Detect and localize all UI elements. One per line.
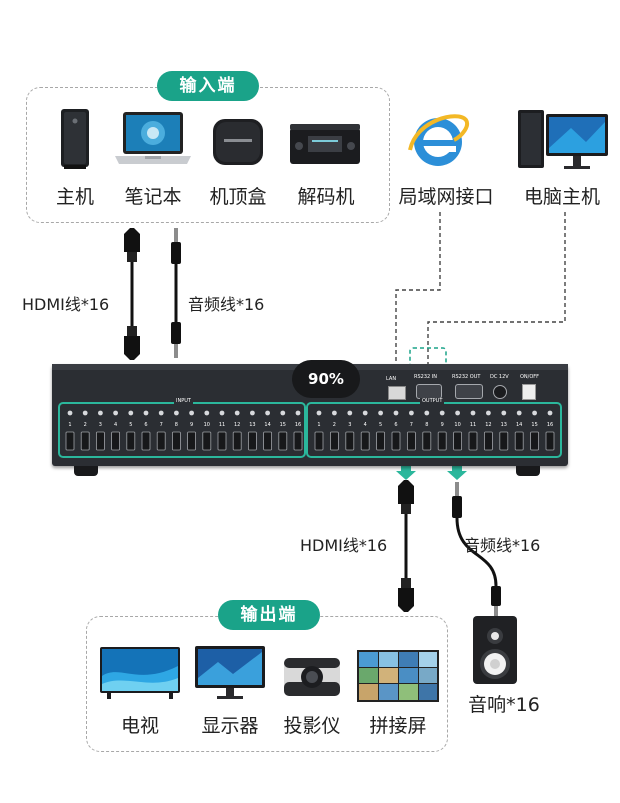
pc-tower-icon bbox=[55, 107, 95, 171]
power-switch-label: ON/OFF bbox=[520, 374, 540, 380]
output-audio-cable bbox=[452, 482, 501, 616]
device-label-monitor: 显示器 bbox=[201, 715, 259, 737]
projector-icon bbox=[280, 652, 344, 700]
monitor-icon bbox=[193, 644, 267, 702]
foot-right bbox=[516, 466, 540, 476]
output-bay-label: OUTPUT bbox=[420, 398, 445, 404]
input-hdmi-label: HDMI线*16 bbox=[22, 295, 110, 314]
rs232-dashed-line bbox=[427, 212, 566, 372]
status-display-text: 90% bbox=[308, 370, 344, 388]
input-audio-label: 音频线*16 bbox=[188, 295, 265, 314]
tv-icon bbox=[99, 646, 181, 702]
rs232-in-port[interactable] bbox=[416, 384, 442, 399]
output-hdmi-cable bbox=[398, 480, 414, 612]
device-label-laptop: 笔记本 bbox=[124, 186, 182, 208]
decoder-icon bbox=[288, 122, 362, 168]
input-bay-label: INPUT bbox=[174, 398, 193, 404]
rs232-out-port[interactable] bbox=[455, 384, 483, 399]
computer-label: 电脑主机 bbox=[523, 186, 600, 208]
network-label: 局域网接口 bbox=[398, 186, 494, 208]
dc-port-label: DC 12V bbox=[490, 374, 509, 380]
output-audio-label: 音频线*16 bbox=[464, 536, 541, 555]
input-hdmi-cable bbox=[124, 228, 140, 360]
foot-left bbox=[74, 466, 98, 476]
lan-port-label: LAN bbox=[386, 376, 397, 382]
output-hdmi-label: HDMI线*16 bbox=[300, 536, 388, 555]
desktop-computer-icon bbox=[516, 108, 610, 174]
output-hdmi-arrow bbox=[396, 463, 416, 480]
output-port-bay bbox=[306, 402, 562, 458]
rs232-out-label: RS232 OUT bbox=[452, 374, 481, 380]
speaker-icon bbox=[471, 614, 519, 686]
lan-port[interactable] bbox=[388, 386, 406, 400]
set-top-box-icon bbox=[210, 115, 266, 171]
device-label-host: 主机 bbox=[55, 186, 94, 208]
output-group-title: 输出端 bbox=[218, 600, 320, 630]
device-label-tv: 电视 bbox=[120, 715, 159, 737]
rs232-in-label: RS232 IN bbox=[414, 374, 437, 380]
output-audio-arrow bbox=[447, 463, 467, 480]
dc-port[interactable] bbox=[493, 385, 507, 399]
internet-explorer-icon bbox=[406, 110, 472, 172]
speaker-label: 音响*16 bbox=[468, 694, 540, 716]
input-port-bay bbox=[58, 402, 306, 458]
laptop-icon bbox=[115, 110, 191, 170]
power-switch[interactable] bbox=[522, 384, 536, 400]
lan-dashed-line bbox=[395, 212, 441, 372]
device-label-projector: 投影仪 bbox=[283, 715, 341, 737]
device-label-set-top-box: 机顶盒 bbox=[209, 186, 267, 208]
input-audio-cable bbox=[171, 228, 181, 358]
status-display: 90% bbox=[292, 360, 360, 398]
input-group-title: 输入端 bbox=[157, 71, 259, 101]
device-label-video-wall: 拼接屏 bbox=[369, 715, 427, 737]
video-wall-icon bbox=[357, 650, 439, 702]
device-label-decoder: 解码机 bbox=[297, 186, 355, 208]
